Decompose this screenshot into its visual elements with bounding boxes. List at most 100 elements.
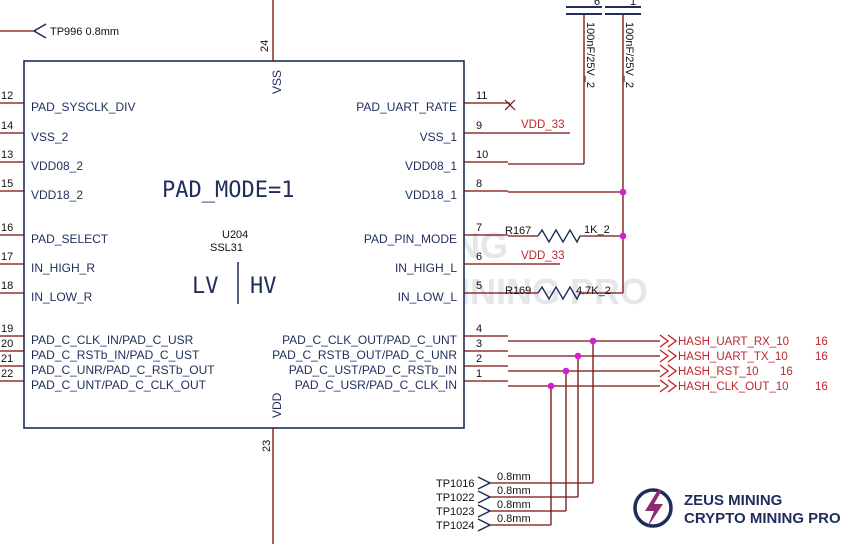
testpoint-ref: TP1022 <box>436 492 475 504</box>
left-pin-name: PAD_C_UNT/PAD_C_CLK_OUT <box>31 378 207 392</box>
left-pin-name: PAD_SYSCLK_DIV <box>31 100 136 114</box>
left-pin-number: 22 <box>1 368 13 380</box>
right-pin-name: VDD08_1 <box>405 159 457 173</box>
cap2-label: 100nF/25V_2 <box>623 22 635 88</box>
vss-pin-name: VSS <box>270 70 284 94</box>
left-pin-number: 18 <box>1 280 13 292</box>
port-name: HASH_UART_TX_10 <box>678 351 788 363</box>
port-name: HASH_CLK_OUT_10 <box>678 381 789 393</box>
testpoint-ref: TP1016 <box>436 478 475 490</box>
testpoint-arrow-icon <box>477 476 492 490</box>
right-pin-number: 1 <box>476 368 482 380</box>
testpoint-top: TP996 0.8mm <box>0 23 119 39</box>
brand-bolt-icon <box>645 490 663 528</box>
junction-node <box>574 352 582 360</box>
left-pin-name: IN_LOW_R <box>31 290 93 304</box>
tp996-label: TP996 0.8mm <box>50 26 119 38</box>
testpoint-arrow-icon <box>477 504 492 518</box>
port-arrow-icon <box>659 334 678 348</box>
junction-node <box>619 188 627 196</box>
hv-label: HV <box>250 274 277 299</box>
left-pin-name: PAD_C_UNR/PAD_C_RSTb_OUT <box>31 363 215 377</box>
right-pin-name: PAD_C_RSTB_OUT/PAD_C_UNR <box>272 348 457 362</box>
testpoint-size: 0.8mm <box>497 499 531 511</box>
testpoint-size: 0.8mm <box>497 471 531 483</box>
testpoint-size: 0.8mm <box>497 513 531 525</box>
cap1-label: 100nF/25V_2 <box>584 22 596 88</box>
port-arrow-icon <box>659 349 678 363</box>
right-pin-number: 2 <box>476 353 482 365</box>
right-pin-number: 5 <box>476 280 482 292</box>
right-pin-name: IN_LOW_L <box>398 290 458 304</box>
right-pin-name: PAD_PIN_MODE <box>364 232 457 246</box>
right-pin-name: PAD_C_USR/PAD_C_CLK_IN <box>295 378 457 392</box>
left-pin-name: VDD18_2 <box>31 188 83 202</box>
left-pin-name: IN_HIGH_R <box>31 261 95 275</box>
r167-value: 1K_2 <box>584 224 610 236</box>
r167-ref: R167 <box>505 225 531 237</box>
right-pin-name: PAD_UART_RATE <box>356 100 457 114</box>
vss-pin-number: 24 <box>259 40 271 52</box>
port-name: HASH_UART_RX_10 <box>678 336 789 348</box>
testpoint-arrow-icon <box>477 518 492 532</box>
vdd-pin-number: 23 <box>261 440 273 452</box>
no-connect-icon <box>504 99 516 111</box>
port-sheet-number: 16 <box>780 366 793 378</box>
vdd33-net-label-b: VDD_33 <box>521 250 564 262</box>
right-pin-name: IN_HIGH_L <box>395 261 457 275</box>
right-pin-number: 9 <box>476 120 482 132</box>
r169-ref: R169 <box>505 285 531 297</box>
left-pin-number: 12 <box>1 90 13 102</box>
right-pin-number: 3 <box>476 338 482 350</box>
left-pin-number: 16 <box>1 222 13 234</box>
chip-part-number: SSL31 <box>210 242 243 254</box>
port-arrow-icon <box>659 364 678 378</box>
testpoint-size: 0.8mm <box>497 485 531 497</box>
r169-value: 4.7K_2 <box>576 285 611 297</box>
right-pin-name: VSS_1 <box>420 130 458 144</box>
chip-body <box>23 60 465 429</box>
left-pins: 12PAD_SYSCLK_DIV14VSS_213VDD08_215VDD18_… <box>0 90 215 392</box>
port-arrow-icon <box>659 379 678 393</box>
brand-ring-icon <box>633 488 673 528</box>
left-pin-number: 19 <box>1 323 13 335</box>
cap1-pin-number: 6 <box>594 0 600 8</box>
chip-u204: 24 VSS VDD 23 12PAD_SYSCLK_DIV14VSS_213V… <box>0 0 570 544</box>
right-pin-name: PAD_C_UST/PAD_C_RSTb_IN <box>289 363 457 377</box>
port-sheet-number: 16 <box>815 381 828 393</box>
left-pin-number: 17 <box>1 251 13 263</box>
brand-line2: CRYPTO MINING PRO <box>684 510 841 527</box>
testpoint-ref: TP1023 <box>436 506 475 518</box>
left-pin-name: PAD_C_RSTb_IN/PAD_C_UST <box>31 348 200 362</box>
right-pin-name: PAD_C_CLK_OUT/PAD_C_UNT <box>282 333 458 347</box>
junction-node <box>562 367 570 375</box>
brand-line1: ZEUS MINING <box>684 492 782 509</box>
left-pin-name: PAD_SELECT <box>31 232 109 246</box>
right-pin-number: 8 <box>476 178 482 190</box>
left-pin-name: VSS_2 <box>31 130 69 144</box>
r167-resistor-icon <box>537 228 581 244</box>
right-pin-number: 6 <box>476 251 482 263</box>
left-pin-number: 20 <box>1 338 13 350</box>
port-sheet-number: 16 <box>815 336 828 348</box>
left-pin-number: 14 <box>1 120 13 132</box>
junction-node <box>547 382 555 390</box>
right-pin-number: 10 <box>476 149 488 161</box>
right-pin-number: 11 <box>476 90 487 102</box>
right-pin-name: VDD18_1 <box>405 188 457 202</box>
cap2-pin-number: 1 <box>630 0 636 8</box>
left-pin-name: VDD08_2 <box>31 159 83 173</box>
right-wiring: VDD_33 VDD_33 6 100nF/25V_2 1 100nF/25V_… <box>504 0 641 301</box>
junction-node <box>619 232 627 240</box>
left-pin-name: PAD_C_CLK_IN/PAD_C_USR <box>31 333 194 347</box>
right-pin-number: 7 <box>476 222 482 234</box>
junction-node <box>589 337 597 345</box>
vdd33-net-label-a: VDD_33 <box>521 119 564 131</box>
right-pin-number: 4 <box>476 323 482 335</box>
port-sheet-number: 16 <box>815 351 828 363</box>
left-pin-number: 21 <box>1 353 13 365</box>
testpoint-arrow-icon <box>477 490 492 504</box>
